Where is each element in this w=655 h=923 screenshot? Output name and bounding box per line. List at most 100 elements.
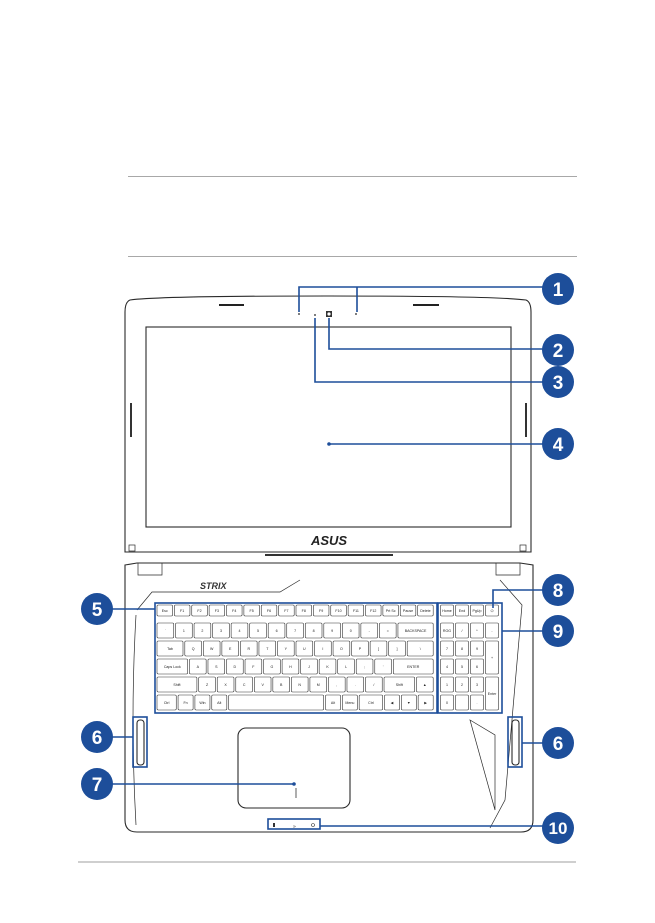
key[interactable]	[455, 622, 469, 639]
key[interactable]	[485, 676, 499, 711]
key[interactable]	[417, 604, 434, 617]
key[interactable]	[470, 658, 484, 675]
key[interactable]	[313, 604, 330, 617]
key[interactable]	[355, 658, 374, 675]
key[interactable]	[272, 676, 290, 693]
key[interactable]	[440, 640, 454, 657]
key[interactable]	[189, 658, 207, 675]
key[interactable]	[240, 640, 258, 657]
key[interactable]	[440, 694, 454, 711]
key[interactable]	[263, 658, 281, 675]
key[interactable]	[156, 676, 198, 693]
key[interactable]	[314, 640, 332, 657]
key[interactable]	[249, 622, 267, 639]
key[interactable]	[156, 604, 173, 617]
key[interactable]	[416, 676, 434, 693]
key[interactable]	[198, 676, 216, 693]
key[interactable]	[226, 658, 244, 675]
key[interactable]	[379, 622, 397, 639]
key[interactable]	[300, 658, 318, 675]
key[interactable]	[440, 676, 454, 693]
key[interactable]	[295, 604, 312, 617]
key[interactable]	[278, 604, 295, 617]
key[interactable]	[455, 658, 469, 675]
key[interactable]	[230, 622, 249, 639]
key[interactable]	[358, 694, 383, 711]
key[interactable]	[156, 640, 184, 657]
key[interactable]	[440, 604, 454, 617]
key[interactable]	[258, 640, 276, 657]
key[interactable]	[485, 622, 499, 639]
key[interactable]	[244, 658, 263, 675]
key[interactable]	[304, 622, 323, 639]
key[interactable]	[382, 604, 399, 617]
key[interactable]	[470, 676, 484, 693]
key[interactable]	[318, 658, 337, 675]
touchpad[interactable]	[237, 727, 351, 809]
key[interactable]	[156, 658, 188, 675]
key[interactable]	[203, 640, 221, 657]
key[interactable]	[365, 604, 382, 617]
key[interactable]	[221, 640, 239, 657]
key[interactable]	[191, 604, 208, 617]
key[interactable]	[309, 676, 327, 693]
key[interactable]	[325, 694, 341, 711]
key[interactable]	[193, 622, 212, 639]
key[interactable]	[374, 658, 392, 675]
key[interactable]	[243, 604, 260, 617]
key[interactable]	[399, 604, 417, 617]
key[interactable]	[156, 694, 177, 711]
key[interactable]	[156, 622, 175, 639]
key[interactable]	[470, 640, 484, 657]
key[interactable]	[328, 676, 346, 693]
key[interactable]	[254, 676, 272, 693]
key[interactable]	[228, 694, 324, 711]
key[interactable]	[330, 604, 347, 617]
key[interactable]	[470, 604, 484, 617]
key[interactable]	[455, 640, 469, 657]
key[interactable]	[286, 622, 304, 639]
key[interactable]	[347, 604, 364, 617]
key[interactable]	[388, 640, 406, 657]
key[interactable]	[184, 640, 202, 657]
key[interactable]	[212, 622, 230, 639]
key[interactable]	[207, 658, 225, 675]
key[interactable]	[277, 640, 295, 657]
key[interactable]	[177, 694, 194, 711]
key[interactable]	[485, 604, 499, 617]
key[interactable]	[291, 676, 309, 693]
key[interactable]	[351, 640, 369, 657]
key[interactable]	[369, 640, 388, 657]
key[interactable]	[470, 622, 484, 639]
key[interactable]	[397, 622, 434, 639]
key[interactable]	[211, 694, 228, 711]
key[interactable]	[346, 676, 365, 693]
key[interactable]	[384, 694, 400, 711]
key[interactable]	[332, 640, 351, 657]
key[interactable]	[485, 640, 499, 675]
key[interactable]	[323, 622, 341, 639]
key[interactable]	[235, 676, 253, 693]
key[interactable]	[295, 640, 314, 657]
key[interactable]	[470, 694, 484, 711]
key[interactable]	[440, 622, 454, 639]
key[interactable]	[383, 676, 415, 693]
key[interactable]	[216, 676, 235, 693]
key[interactable]	[401, 694, 417, 711]
key[interactable]	[260, 604, 278, 617]
key[interactable]	[455, 604, 469, 617]
key[interactable]	[174, 604, 191, 617]
key[interactable]	[455, 676, 469, 693]
key[interactable]	[281, 658, 300, 675]
key[interactable]	[208, 604, 225, 617]
key[interactable]	[226, 604, 243, 617]
key[interactable]	[406, 640, 434, 657]
key[interactable]	[455, 694, 469, 711]
key[interactable]	[365, 676, 383, 693]
key[interactable]	[440, 658, 454, 675]
key[interactable]	[417, 694, 434, 711]
key[interactable]	[342, 622, 360, 639]
key[interactable]	[360, 622, 378, 639]
key[interactable]	[337, 658, 355, 675]
key[interactable]	[175, 622, 193, 639]
